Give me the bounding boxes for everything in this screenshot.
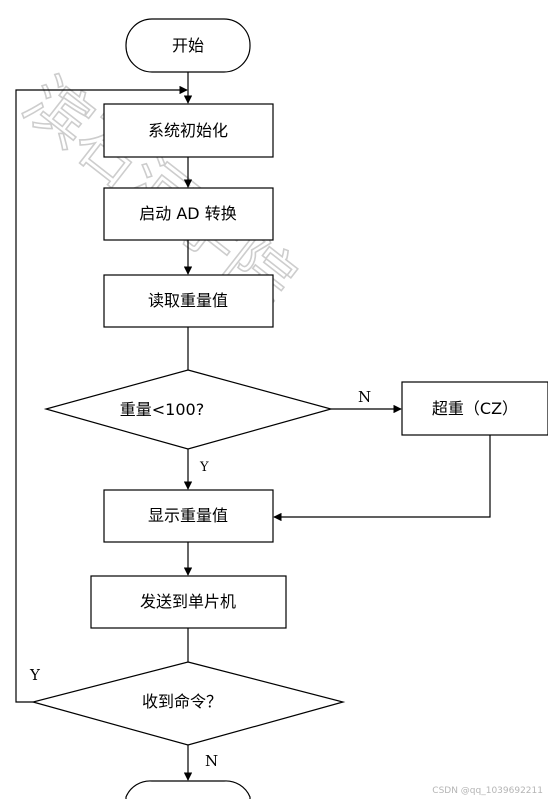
end-node	[125, 780, 251, 799]
init-node: 系统初始化	[103, 103, 274, 158]
edge-overweight-display	[273, 435, 491, 522]
connectors	[15, 72, 491, 781]
command-check-label: 收到命令？	[142, 692, 222, 711]
edge-loop-back	[15, 85, 188, 703]
command-check-node: 收到命令？	[30, 661, 346, 746]
display-node: 显示重量值	[103, 489, 274, 543]
weight-check-node: 重量<100?	[43, 369, 334, 450]
send-label: 发送到单片机	[140, 592, 236, 611]
ad-label: 启动 AD 转换	[139, 204, 236, 223]
start-label: 开始	[172, 36, 204, 55]
edge-label-y-weight: Y	[199, 460, 209, 475]
edge-label-n-weight: N	[358, 388, 371, 406]
send-node: 发送到单片机	[90, 575, 287, 629]
read-label: 读取重量值	[148, 291, 228, 310]
footer-credit: CSDN @qq_1039692211	[432, 786, 543, 796]
edge-label-y-command: Y	[29, 666, 41, 684]
ad-node: 启动 AD 转换	[103, 187, 274, 241]
overweight-label: 超重（CZ）	[432, 399, 518, 418]
edge-label-n-command: N	[205, 752, 218, 770]
overweight-node: 超重（CZ）	[401, 381, 548, 436]
display-label: 显示重量值	[148, 506, 228, 525]
start-node: 开始	[125, 18, 251, 73]
read-node: 读取重量值	[103, 274, 274, 328]
init-label: 系统初始化	[148, 121, 228, 140]
weight-check-label: 重量<100?	[120, 400, 204, 419]
